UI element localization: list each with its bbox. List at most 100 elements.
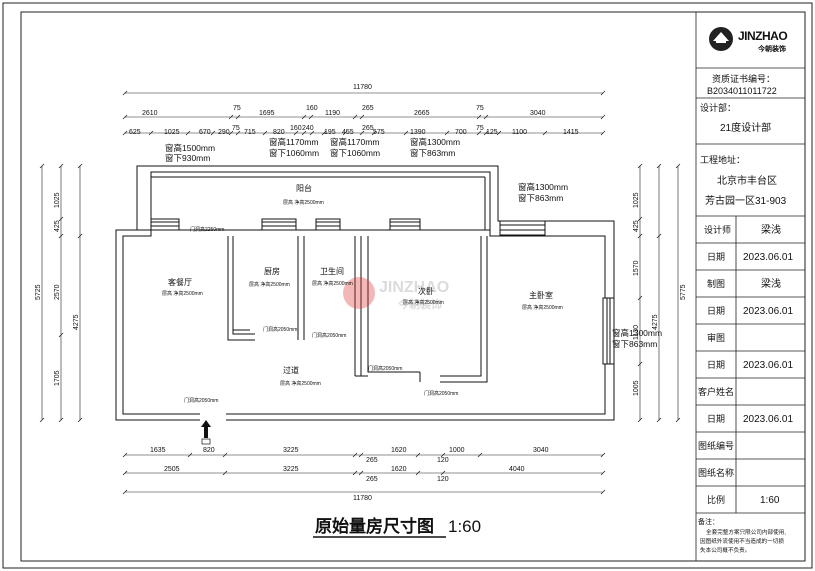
site-line-1: 北京市丰台区	[717, 174, 777, 187]
svg-text:窗下863mm: 窗下863mm	[612, 339, 657, 349]
top-dimensions: 11780 2610 75 1695 160 1190 265 2665 75 …	[129, 84, 579, 136]
watermark-logo-icon	[343, 277, 375, 309]
room-name: 卫生间	[320, 266, 344, 276]
dimension-tick	[342, 130, 348, 136]
dimension-tick	[637, 361, 643, 367]
dimension-tick	[444, 130, 450, 136]
svg-text:125: 125	[486, 129, 498, 136]
svg-text:120: 120	[437, 476, 449, 483]
dimension-tick	[301, 114, 307, 120]
svg-text:窗高1500mm: 窗高1500mm	[165, 143, 215, 153]
dimension-tick	[637, 163, 643, 169]
svg-text:625: 625	[129, 129, 141, 136]
svg-text:窗下1060mm: 窗下1060mm	[269, 148, 319, 158]
dimension-tick	[403, 130, 409, 136]
room-height: 层高 净高2500mm	[162, 290, 203, 297]
dimension-tick	[600, 114, 606, 120]
dimension-tick	[637, 216, 643, 222]
dimension-tick	[359, 130, 365, 136]
svg-text:3040: 3040	[533, 447, 549, 454]
svg-text:1000: 1000	[449, 447, 465, 454]
svg-text:120: 120	[437, 457, 449, 464]
room-height: 层高 净高2500mm	[522, 304, 563, 311]
dimension-tick	[600, 489, 606, 495]
room-height: 层高 净高2500mm	[280, 380, 321, 387]
svg-text:195: 195	[324, 129, 336, 136]
dimension-tick	[301, 130, 307, 136]
entrance-arrow-icon	[201, 420, 211, 445]
svg-text:455: 455	[342, 129, 354, 136]
dimension-lines	[41, 92, 679, 493]
dimension-tick	[600, 452, 606, 458]
svg-text:1100: 1100	[512, 129, 527, 136]
left-dimensions: 5725 1025 425 2570 1705 4275	[35, 192, 80, 386]
dimension-tick	[542, 130, 548, 136]
svg-text:窗下1060mm: 窗下1060mm	[330, 148, 380, 158]
drawing-title: 原始量房尺寸图	[315, 516, 434, 536]
room-height: 层高 净高2500mm	[403, 299, 444, 306]
svg-text:1415: 1415	[563, 129, 579, 136]
room-name: 次卧	[418, 286, 434, 296]
dimension-tick	[415, 452, 421, 458]
dimension-tick	[600, 470, 606, 476]
cert-label: 资质证书编号：	[712, 73, 775, 84]
dimension-tick	[600, 130, 606, 136]
room-height: 层高 净高2500mm	[312, 280, 353, 287]
svg-text:715: 715	[244, 129, 256, 136]
dimension-tick	[476, 130, 482, 136]
svg-text:JINZHAO: JINZHAO	[379, 279, 449, 296]
right-dimensions: 5775 1025 425 1570 1130 1005 4275	[633, 192, 687, 396]
room-height: 层高 净高2500mm	[249, 281, 290, 288]
dimension-tick	[77, 233, 83, 239]
dimension-tick	[675, 163, 681, 169]
svg-text:425: 425	[54, 220, 61, 232]
svg-text:窗高1170mm: 窗高1170mm	[330, 137, 379, 147]
dimension-tick	[496, 130, 502, 136]
note-line: 全套完整方案只限公司内部使用,	[706, 528, 786, 536]
dimension-tick	[210, 130, 216, 136]
svg-text:1390: 1390	[410, 129, 426, 136]
dimension-tick	[148, 130, 154, 136]
room-name: 主卧室	[529, 290, 553, 300]
dimension-tick	[637, 417, 643, 423]
svg-text:1620: 1620	[391, 447, 407, 454]
svg-text:75: 75	[476, 125, 484, 132]
svg-text:1635: 1635	[150, 447, 166, 454]
svg-text:820: 820	[273, 129, 285, 136]
svg-text:窗下863mm: 窗下863mm	[410, 148, 455, 158]
dimension-tick	[675, 417, 681, 423]
dimension-tick	[122, 90, 128, 96]
svg-text:160: 160	[306, 105, 318, 112]
svg-text:11780: 11780	[353, 495, 372, 502]
dimension-tick	[122, 470, 128, 476]
svg-text:窗下930mm: 窗下930mm	[165, 153, 210, 163]
dimension-tick	[415, 470, 421, 476]
dimension-tick	[235, 114, 241, 120]
dimension-tick	[235, 130, 241, 136]
dimension-tick	[228, 130, 234, 136]
svg-text:5775: 5775	[680, 284, 687, 300]
dimension-tick	[656, 417, 662, 423]
svg-text:2505: 2505	[164, 466, 180, 473]
svg-text:75: 75	[476, 105, 484, 112]
svg-text:4040: 4040	[509, 466, 525, 473]
dimension-tick	[352, 470, 358, 476]
row-value: 梁浅	[761, 223, 781, 236]
room-name: 客餐厅	[168, 277, 192, 287]
row-value: 2023.06.01	[743, 252, 793, 263]
svg-text:门洞高2050mm: 门洞高2050mm	[263, 326, 297, 333]
row-value: 2023.06.01	[743, 306, 793, 317]
dimension-tick	[358, 470, 364, 476]
row-value: 2023.06.01	[743, 360, 793, 371]
svg-text:700: 700	[455, 129, 467, 136]
svg-text:今朝装饰: 今朝装饰	[397, 297, 442, 311]
dimension-tick	[58, 163, 64, 169]
dimension-tick	[352, 114, 358, 120]
logo-text: JINZHAO	[738, 29, 787, 43]
svg-text:11780: 11780	[353, 84, 372, 91]
dimension-tick	[39, 417, 45, 423]
dimension-tick	[440, 470, 446, 476]
drawing-scale: 1:60	[448, 517, 481, 536]
svg-text:门洞高2050mm: 门洞高2050mm	[424, 390, 458, 397]
svg-text:265: 265	[366, 457, 378, 464]
